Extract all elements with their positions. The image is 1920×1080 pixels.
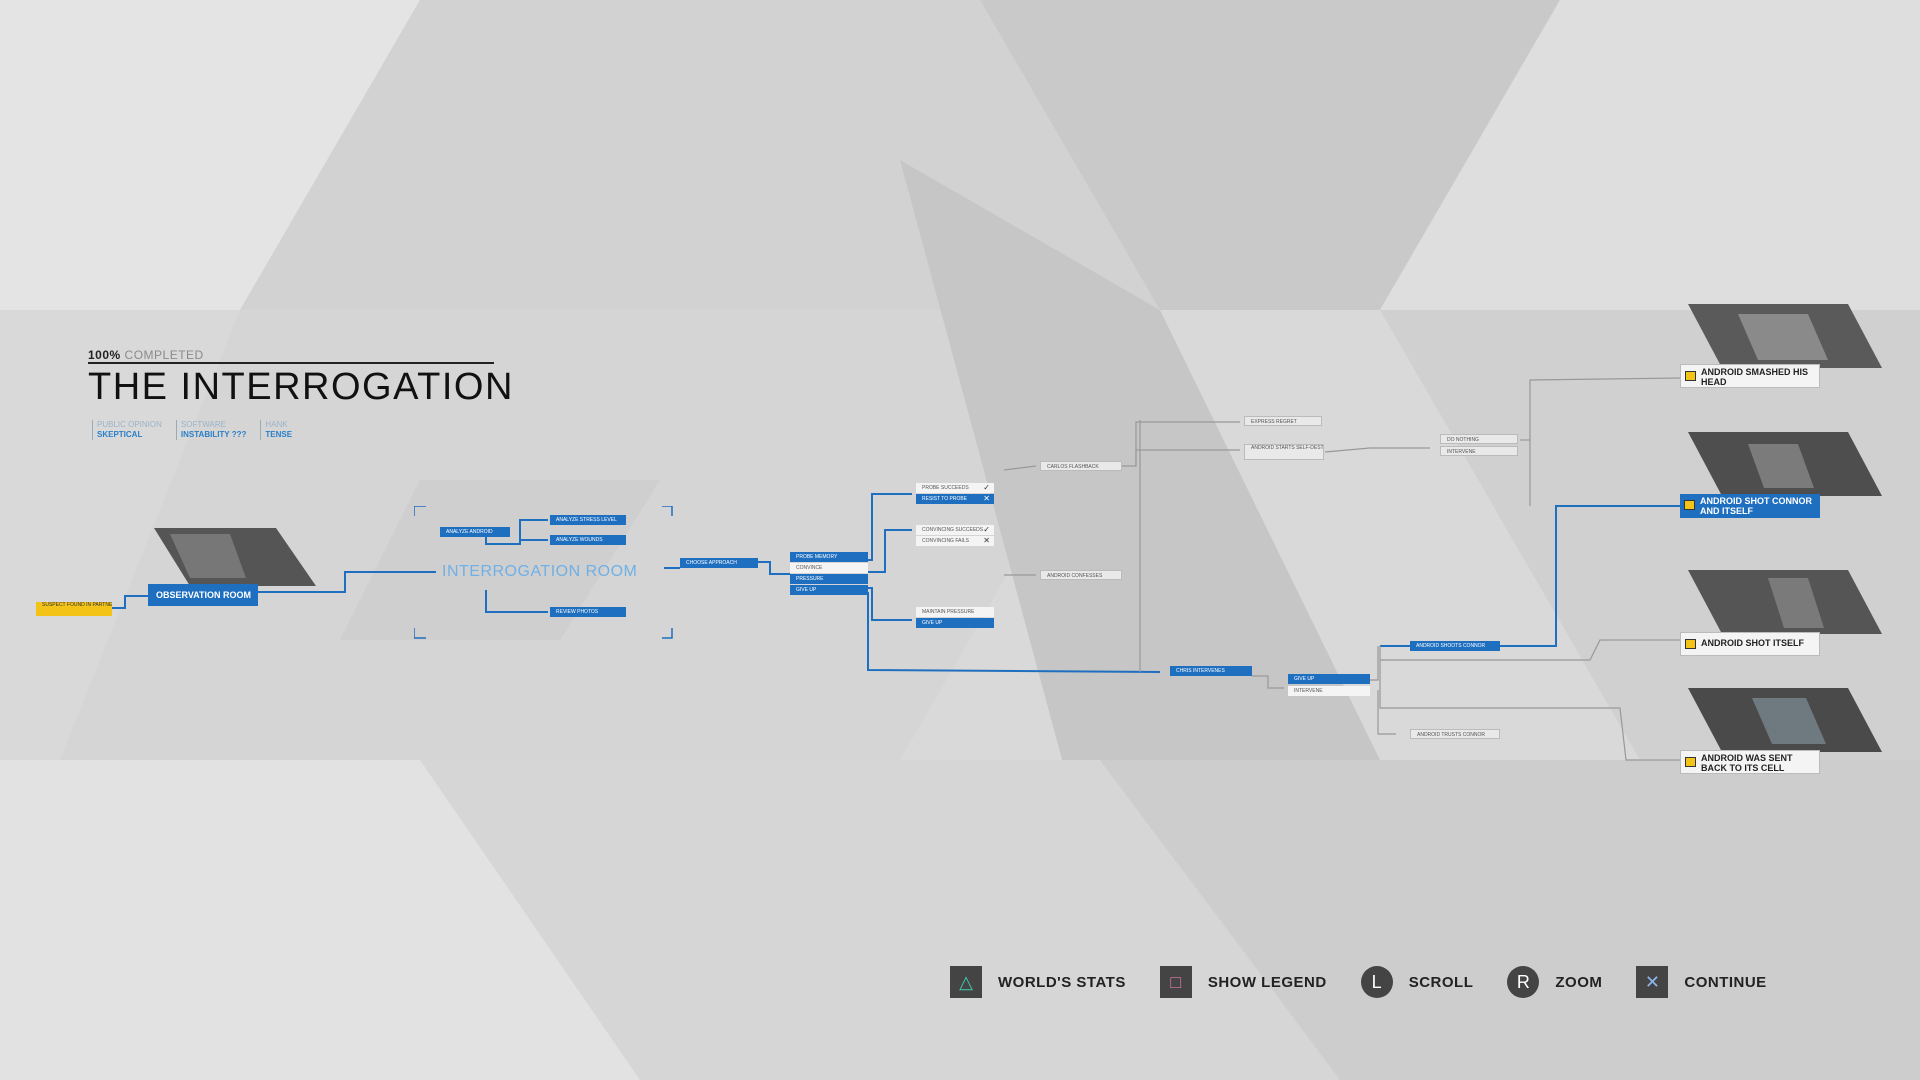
ending-smashed-head[interactable]: ANDROID SMASHED HIS HEAD xyxy=(1680,364,1820,388)
analyze-stress-node[interactable]: ANALYZE STRESS LEVEL xyxy=(550,515,626,525)
ending-4-thumbnail xyxy=(1688,688,1882,752)
stat-value: INSTABILITY ??? xyxy=(180,430,247,439)
lock-icon xyxy=(1685,757,1696,767)
button-label: SCROLL xyxy=(1408,973,1474,991)
android-shoots-connor-node[interactable]: ANDROID SHOOTS CONNOR xyxy=(1410,641,1500,651)
stat-key: HANK xyxy=(265,420,288,429)
node-label: RESIST TO PROBE xyxy=(922,496,968,502)
observation-thumbnail xyxy=(154,528,316,586)
chapter-title: THE INTERROGATION xyxy=(88,366,514,408)
stat-hank: HANK TENSE xyxy=(260,420,292,440)
completion-label: COMPLETED xyxy=(124,348,204,362)
stat-key: PUBLIC OPINION xyxy=(97,420,162,429)
button-label: CONTINUE xyxy=(1684,973,1767,991)
completion-percent: 100% xyxy=(88,348,121,362)
check-icon: ✓ xyxy=(983,483,990,492)
start-node[interactable]: SUSPECT FOUND IN PARTNER xyxy=(36,602,112,616)
observation-room-node[interactable]: OBSERVATION ROOM xyxy=(148,584,258,606)
lock-icon xyxy=(1685,639,1696,649)
intervene-node-2[interactable]: INTERVENE xyxy=(1288,686,1370,696)
button-label: ZOOM xyxy=(1555,973,1603,991)
triangle-icon: △ xyxy=(950,966,982,998)
intervene-node[interactable]: INTERVENE xyxy=(1440,446,1518,456)
node-label: CONVINCING FAILS xyxy=(922,538,969,544)
node-label: PROBE SUCCEEDS xyxy=(922,485,969,491)
self-destruct-node[interactable]: ANDROID STARTS SELF-DESTRUCTING xyxy=(1244,444,1324,460)
button-label: SHOW LEGEND xyxy=(1207,973,1327,991)
ending-label: ANDROID WAS SENT BACK TO ITS CELL xyxy=(1701,753,1793,773)
stat-key: SOFTWARE xyxy=(180,420,226,429)
continue-button[interactable]: ✕ CONTINUE xyxy=(1636,966,1766,998)
scroll-button[interactable]: L SCROLL xyxy=(1360,966,1474,998)
show-legend-button[interactable]: □ SHOW LEGEND xyxy=(1159,966,1327,998)
ending-shot-connor-and-itself[interactable]: ANDROID SHOT CONNOR AND ITSELF xyxy=(1680,494,1820,518)
stat-value: TENSE xyxy=(265,430,293,439)
choose-approach-node[interactable]: CHOOSE APPROACH xyxy=(680,558,758,568)
cross-icon: ✕ xyxy=(983,494,990,503)
ending-label: ANDROID SHOT CONNOR AND ITSELF xyxy=(1700,496,1812,516)
square-icon: □ xyxy=(1159,966,1192,998)
android-trusts-connor-node[interactable]: ANDROID TRUSTS CONNOR xyxy=(1410,729,1500,739)
cross-button-icon: ✕ xyxy=(1636,966,1669,998)
resist-probe-node[interactable]: RESIST TO PROBE ✕ xyxy=(916,494,994,504)
room-frame xyxy=(414,506,673,639)
probe-succeeds-node[interactable]: PROBE SUCCEEDS ✓ xyxy=(916,483,994,493)
give-up-node-2[interactable]: GIVE UP xyxy=(916,618,994,628)
option-convince[interactable]: CONVINCE xyxy=(790,563,868,573)
option-probe-memory[interactable]: PROBE MEMORY xyxy=(790,552,868,562)
ending-1-thumbnail xyxy=(1688,304,1882,368)
interrogation-room-label: INTERROGATION ROOM xyxy=(442,563,638,580)
stat-public-opinion: PUBLIC OPINION SKEPTICAL xyxy=(92,420,162,440)
ending-label: ANDROID SMASHED HIS HEAD xyxy=(1701,367,1809,387)
ending-sent-back-to-cell[interactable]: ANDROID WAS SENT BACK TO ITS CELL xyxy=(1680,750,1820,774)
carlos-flashback-node[interactable]: CARLOS FLASHBACK xyxy=(1040,461,1122,471)
zoom-button[interactable]: R ZOOM xyxy=(1507,966,1602,998)
lock-icon xyxy=(1685,371,1696,381)
ending-3-thumbnail xyxy=(1688,570,1882,634)
relationship-stats: PUBLIC OPINION SKEPTICAL SOFTWARE INSTAB… xyxy=(92,420,292,440)
ending-2-thumbnail xyxy=(1688,432,1882,496)
node-label: CONVINCING SUCCEEDS xyxy=(922,527,984,533)
express-regret-node[interactable]: EXPRESS REGRET xyxy=(1244,416,1322,426)
convincing-succeeds-node[interactable]: CONVINCING SUCCEEDS✓ xyxy=(916,525,994,535)
convincing-fails-node[interactable]: CONVINCING FAILS ✕ xyxy=(916,536,994,546)
analyze-android-node[interactable]: ANALYZE ANDROID xyxy=(440,527,510,537)
button-label: WORLD'S STATS xyxy=(998,973,1126,991)
review-photos-node[interactable]: REVIEW PHOTOS xyxy=(550,607,626,617)
give-up-node-3[interactable]: GIVE UP xyxy=(1288,674,1370,684)
cross-icon: ✕ xyxy=(983,536,990,545)
analyze-wounds-node[interactable]: ANALYZE WOUNDS xyxy=(550,535,626,545)
right-stick-icon: R xyxy=(1507,966,1540,998)
android-confesses-node[interactable]: ANDROID CONFESSES xyxy=(1040,570,1122,580)
option-pressure[interactable]: PRESSURE xyxy=(790,574,868,584)
check-icon: ✓ xyxy=(983,525,990,534)
ending-label: ANDROID SHOT ITSELF xyxy=(1701,638,1804,648)
chris-intervenes-node[interactable]: CHRIS INTERVENES xyxy=(1170,666,1252,676)
maintain-pressure-node[interactable]: MAINTAIN PRESSURE xyxy=(916,607,994,617)
left-stick-icon: L xyxy=(1360,966,1393,998)
footer-controls: △ WORLD'S STATS □ SHOW LEGEND L SCROLL R… xyxy=(950,966,1801,998)
lock-icon xyxy=(1684,500,1695,510)
stat-value: SKEPTICAL xyxy=(97,430,143,439)
completion-status: 100% COMPLETED xyxy=(88,348,204,362)
stat-software: SOFTWARE INSTABILITY ??? xyxy=(175,420,247,440)
option-give-up[interactable]: GIVE UP xyxy=(790,585,868,595)
do-nothing-node[interactable]: DO NOTHING xyxy=(1440,434,1518,444)
ending-shot-itself[interactable]: ANDROID SHOT ITSELF xyxy=(1680,632,1820,656)
worlds-stats-button[interactable]: △ WORLD'S STATS xyxy=(950,966,1126,998)
title-divider xyxy=(88,362,494,364)
